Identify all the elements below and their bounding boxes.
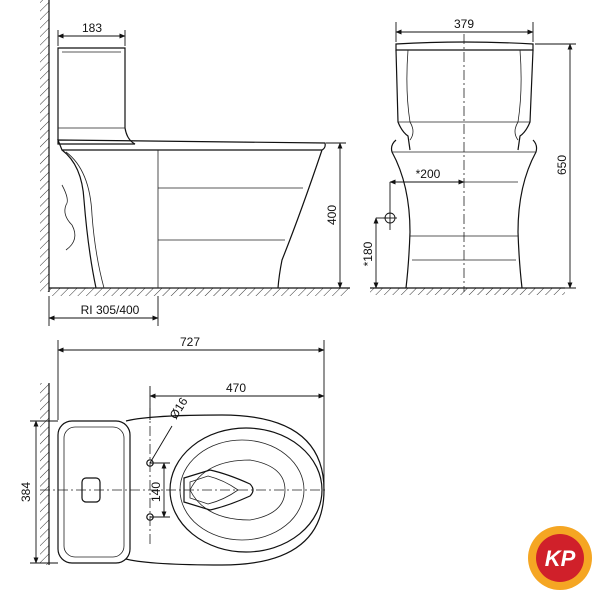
toilet-side-outline bbox=[57, 47, 326, 289]
wall-hatch-top bbox=[40, 383, 49, 565]
dim-height: 400 bbox=[325, 205, 339, 225]
dim-rough-in: RI 305/400 bbox=[81, 303, 140, 317]
side-view: 183 400 RI 305/400 bbox=[40, 0, 350, 326]
logo-letters: KP bbox=[545, 546, 576, 571]
kp-logo: KP bbox=[528, 526, 592, 590]
top-view: Ø16 140 727 470 384 bbox=[19, 335, 328, 566]
dim-tank-width: 384 bbox=[19, 482, 33, 502]
dim-outlet-offset: *200 bbox=[416, 167, 441, 181]
dim-hole-diameter: Ø16 bbox=[167, 395, 191, 422]
wall-hatch bbox=[40, 0, 49, 292]
dim-outlet-height: *180 bbox=[361, 241, 375, 266]
dim-tank-depth: 183 bbox=[82, 21, 102, 35]
floor-hatch bbox=[49, 288, 349, 296]
dim-bowl-length: 470 bbox=[226, 381, 246, 395]
dim-length: 727 bbox=[180, 335, 200, 349]
dim-total-height: 650 bbox=[555, 155, 569, 175]
front-view: 379 650 *200 *180 bbox=[361, 17, 576, 295]
dim-bolt-spacing: 140 bbox=[149, 482, 163, 502]
floor-hatch-front bbox=[370, 288, 565, 295]
dim-width: 379 bbox=[454, 17, 474, 31]
logo-inner-disc bbox=[536, 534, 584, 582]
